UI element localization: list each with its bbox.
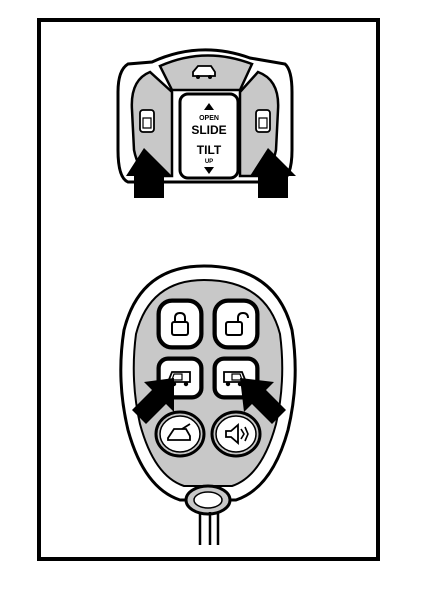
pointer-arrow-icon: [132, 378, 174, 424]
up-arrow-icon: [204, 103, 214, 110]
right-sliding-door-icon: [255, 109, 271, 133]
left-sliding-door-icon: [139, 109, 155, 133]
liftgate-icon: [192, 65, 216, 79]
overhead-console: OPEN SLIDE TILT UP: [116, 48, 296, 198]
unlock-icon: [225, 311, 249, 336]
pointer-arrow-icon: [240, 378, 286, 424]
liftgate-icon: [167, 423, 191, 441]
key-ring-strap: [198, 512, 220, 545]
pointer-arrow-icon: [126, 148, 172, 198]
tilt-label: TILT: [197, 143, 222, 157]
up-label: UP: [205, 159, 213, 165]
key-fob: [119, 264, 297, 545]
panic-horn-icon: [225, 423, 249, 445]
lock-icon: [171, 311, 189, 336]
open-label: OPEN: [199, 115, 219, 122]
pointer-arrow-icon: [250, 148, 296, 198]
down-arrow-icon: [204, 167, 214, 174]
slide-label: SLIDE: [191, 123, 226, 137]
console-center-button[interactable]: [178, 92, 240, 180]
